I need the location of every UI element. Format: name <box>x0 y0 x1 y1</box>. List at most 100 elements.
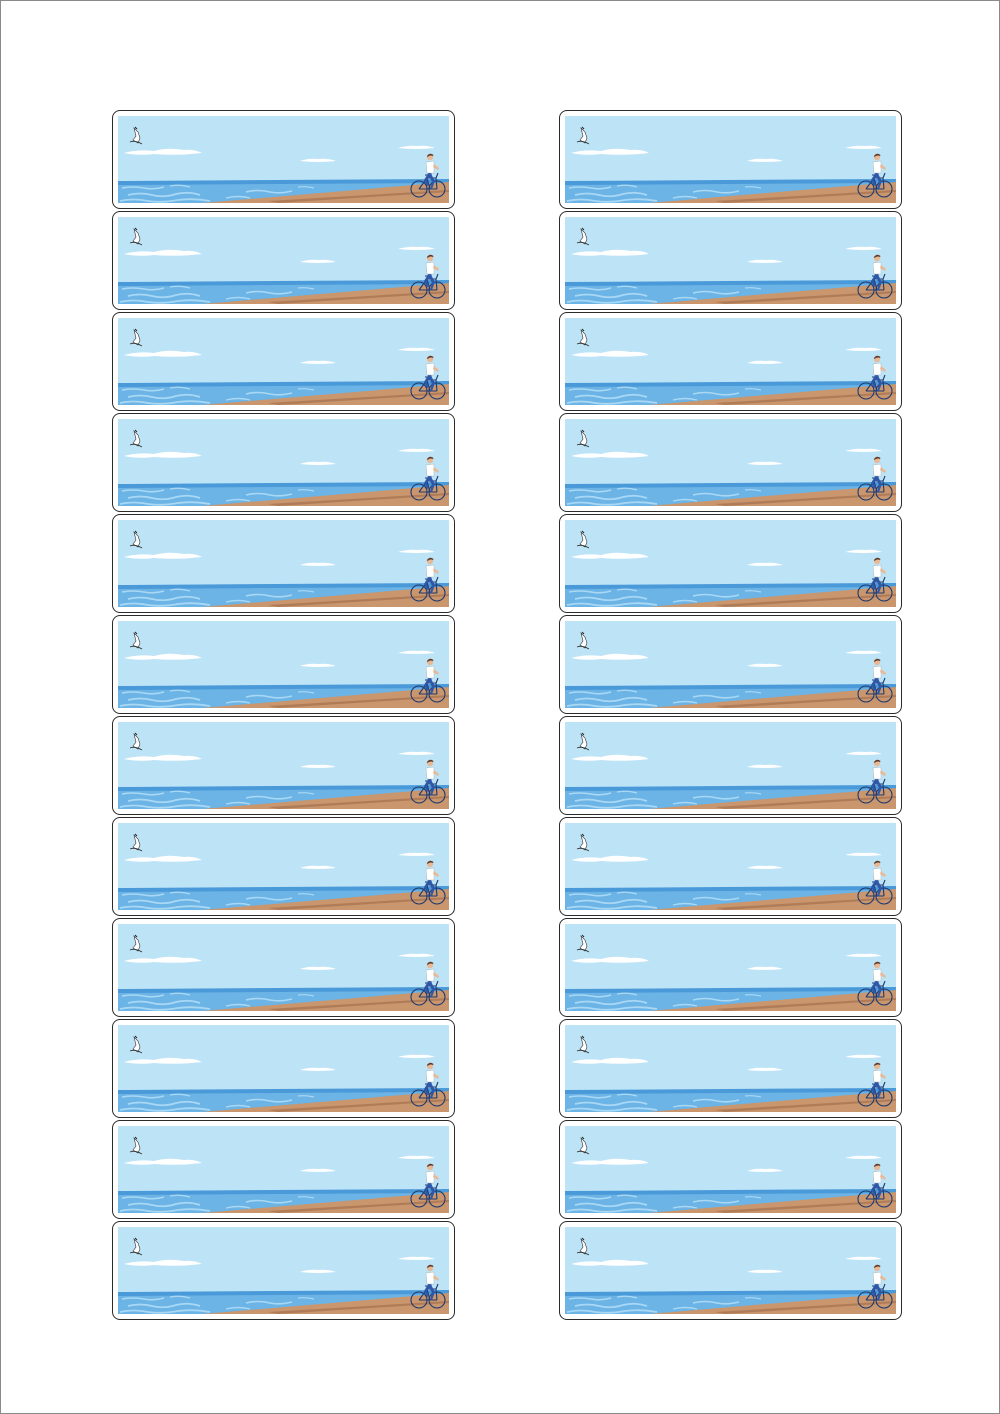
sea-horizon <box>565 583 896 589</box>
label-card[interactable] <box>559 716 902 815</box>
seagull-icon <box>129 1237 143 1256</box>
waves <box>566 588 762 607</box>
label-card[interactable] <box>559 1221 902 1320</box>
beach <box>202 384 449 405</box>
label-card[interactable] <box>112 1120 455 1219</box>
beach <box>202 889 449 910</box>
label-card[interactable] <box>112 312 455 411</box>
label-card[interactable] <box>112 413 455 512</box>
cloud <box>845 1054 882 1058</box>
cyclist-icon <box>424 456 439 492</box>
cloud <box>571 1158 649 1165</box>
waves <box>566 386 762 405</box>
beach-shadow <box>715 1200 896 1213</box>
beach-shadow <box>268 695 449 708</box>
cyclist-icon <box>424 153 439 189</box>
label-card[interactable] <box>559 1019 902 1118</box>
sea-horizon <box>565 1290 896 1296</box>
bicycle-icon <box>410 677 446 703</box>
cloud <box>571 148 649 155</box>
sea-horizon <box>118 179 449 185</box>
seagull-icon <box>576 732 590 751</box>
cloud <box>124 552 202 559</box>
sea-horizon <box>118 482 449 488</box>
label-card[interactable] <box>559 1120 902 1219</box>
waves <box>566 790 762 809</box>
cloud <box>398 650 435 654</box>
label-card[interactable] <box>559 817 902 916</box>
cloud <box>747 966 783 970</box>
beach-shadow <box>268 493 449 506</box>
label-card[interactable] <box>112 817 455 916</box>
beach-illustration <box>118 116 449 203</box>
cloud <box>747 259 783 263</box>
cloud <box>747 1269 783 1273</box>
cloud <box>845 751 882 755</box>
cyclist-icon <box>871 355 886 391</box>
cloud <box>398 1054 435 1058</box>
cloud <box>124 956 202 963</box>
label-card[interactable] <box>112 1019 455 1118</box>
seagull-icon <box>576 934 590 953</box>
sea-horizon <box>565 179 896 185</box>
beach-illustration <box>565 116 896 203</box>
seagull-icon <box>129 227 143 246</box>
beach-illustration <box>118 722 449 809</box>
beach <box>202 788 449 809</box>
cloud <box>845 246 882 250</box>
cloud <box>300 1269 336 1273</box>
cloud <box>571 350 649 357</box>
beach <box>649 182 896 203</box>
sea-horizon <box>118 280 449 286</box>
label-card[interactable] <box>112 211 455 310</box>
cyclist-icon <box>424 759 439 795</box>
label-card[interactable] <box>112 514 455 613</box>
label-card[interactable] <box>559 615 902 714</box>
cyclist-icon <box>871 1062 886 1098</box>
cloud <box>571 451 649 458</box>
label-card[interactable] <box>112 1221 455 1320</box>
sea-horizon <box>565 1189 896 1195</box>
label-card[interactable] <box>112 110 455 209</box>
label-card[interactable] <box>112 918 455 1017</box>
bicycle-icon <box>857 475 893 501</box>
bicycle-icon <box>857 980 893 1006</box>
beach-shadow <box>715 897 896 910</box>
cloud <box>398 1256 435 1260</box>
bicycle-icon <box>410 172 446 198</box>
sea-horizon <box>565 785 896 791</box>
cloud <box>845 347 882 351</box>
label-card[interactable] <box>559 413 902 512</box>
label-card[interactable] <box>112 716 455 815</box>
beach-shadow <box>268 594 449 607</box>
label-card[interactable] <box>559 312 902 411</box>
cloud <box>747 663 783 667</box>
beach-illustration <box>565 1126 896 1213</box>
cloud <box>398 852 435 856</box>
beach <box>649 384 896 405</box>
cloud <box>747 360 783 364</box>
label-card[interactable] <box>559 514 902 613</box>
beach <box>649 586 896 607</box>
sea-horizon <box>565 280 896 286</box>
cloud <box>398 347 435 351</box>
beach-shadow <box>268 190 449 203</box>
beach-illustration <box>118 1126 449 1213</box>
seagull-icon <box>129 1035 143 1054</box>
cyclist-icon <box>424 658 439 694</box>
beach-illustration <box>118 318 449 405</box>
seagull-icon <box>129 530 143 549</box>
seagull-icon <box>129 1136 143 1155</box>
label-card[interactable] <box>112 615 455 714</box>
cloud <box>124 1259 202 1266</box>
label-card[interactable] <box>559 918 902 1017</box>
beach-shadow <box>268 1200 449 1213</box>
beach <box>649 485 896 506</box>
label-card[interactable] <box>559 211 902 310</box>
label-card[interactable] <box>559 110 902 209</box>
beach-illustration <box>565 520 896 607</box>
sea-horizon <box>118 583 449 589</box>
sea-horizon <box>565 1088 896 1094</box>
seagull-icon <box>129 429 143 448</box>
beach <box>649 1192 896 1213</box>
